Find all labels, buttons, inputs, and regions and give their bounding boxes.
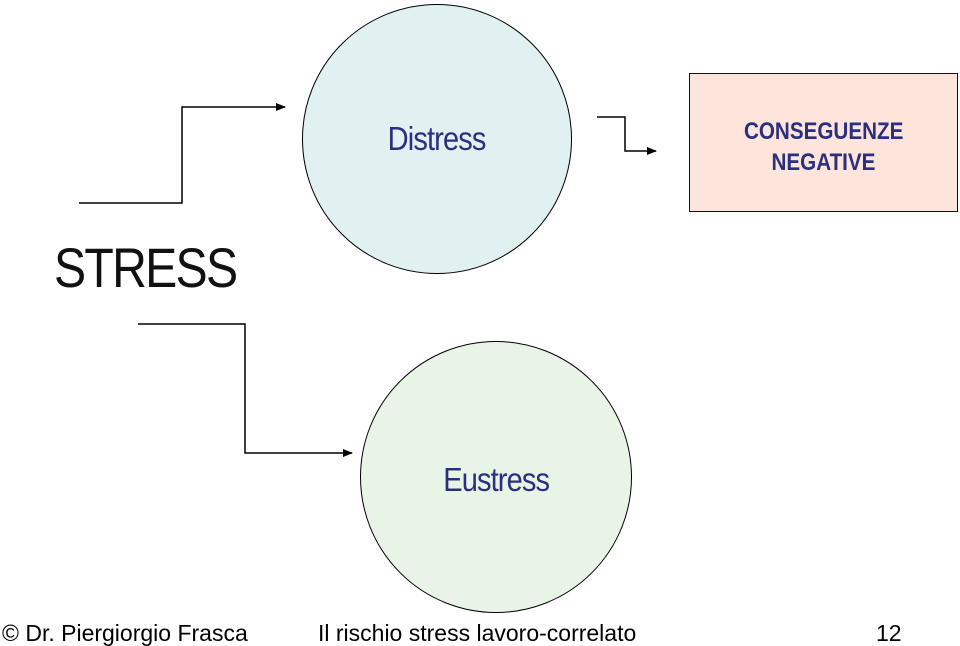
footer-title: Il rischio stress lavoro-correlato: [318, 620, 637, 646]
arrow-stress-to-distress: [79, 103, 286, 204]
distress-node: Distress: [302, 4, 572, 274]
eustress-node: Eustress: [360, 341, 632, 613]
arrow-distress-to-consequences: [597, 116, 657, 155]
eustress-label: Eustress: [443, 461, 550, 498]
distress-label: Distress: [388, 120, 487, 157]
footer-page-number: 12: [876, 620, 902, 646]
consequence-line-2: NEGATIVE: [771, 149, 876, 176]
footer-author: © Dr. Piergiorgio Frasca: [2, 620, 248, 646]
arrow-stress-to-eustress: [138, 323, 353, 457]
negative-consequences-box: CONSEGUENZE NEGATIVE: [689, 73, 958, 212]
stress-root-label: STRESS: [54, 236, 238, 299]
consequence-line-1: CONSEGUENZE: [743, 118, 904, 145]
